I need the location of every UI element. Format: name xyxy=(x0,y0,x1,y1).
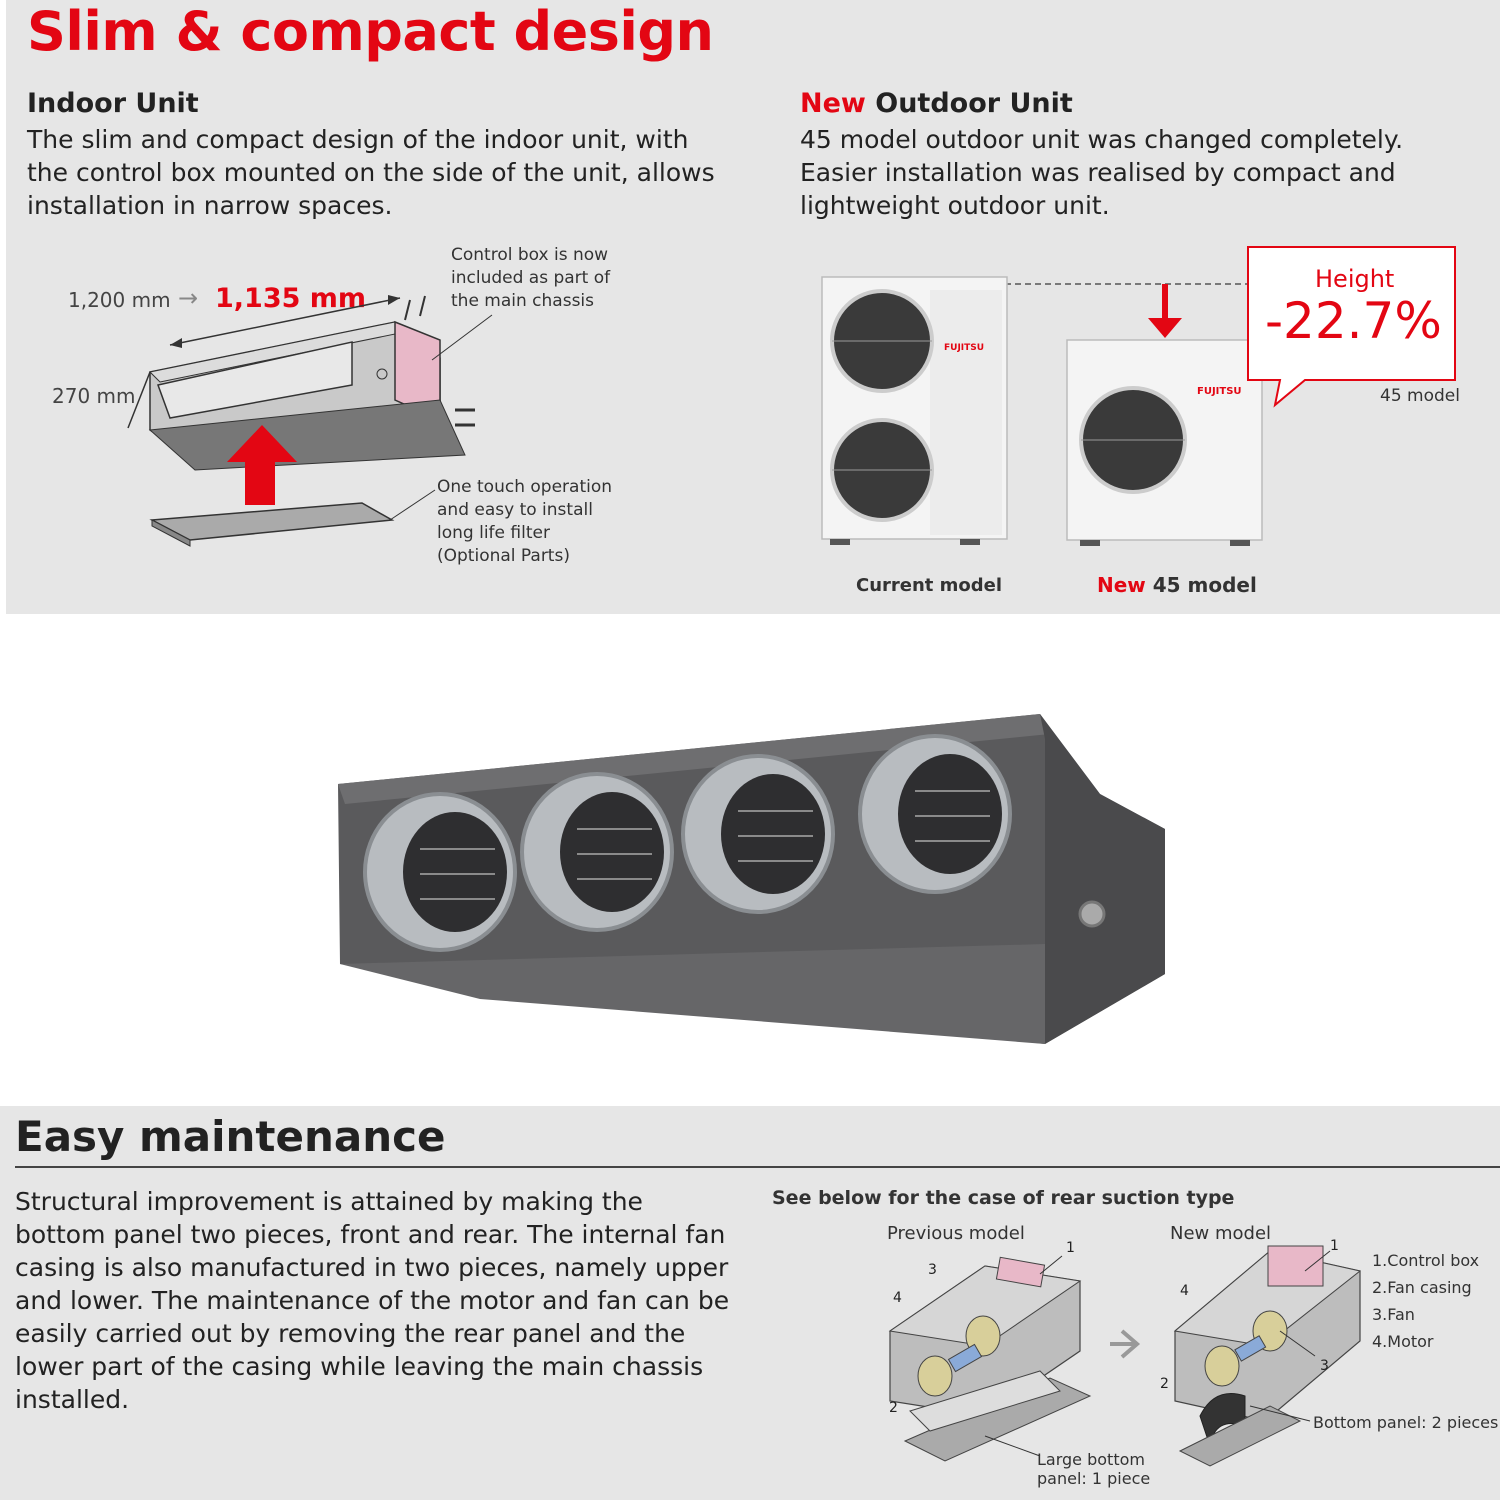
height-label: Height xyxy=(1315,265,1395,293)
parts-legend: 1.Control box 2.Fan casing 3.Fan 4.Motor xyxy=(1372,1251,1480,1351)
bottom-panel-prev-caption: Large bottom panel: 1 piece xyxy=(1037,1450,1151,1488)
dim-height: 270 mm xyxy=(52,384,136,408)
current-model-caption: Current model xyxy=(856,575,1003,596)
indoor-unit-diagram xyxy=(127,295,493,547)
callout-filter: One touch operation and easy to install … xyxy=(437,477,613,566)
title-divider xyxy=(15,1166,1500,1168)
dim-new-width: 1,135 mm xyxy=(215,283,367,314)
new-model-caption: New 45 model xyxy=(1097,573,1257,597)
arrow-right-icon: → xyxy=(178,284,199,312)
prev-number-4: 4 xyxy=(893,1290,902,1306)
outdoor-unit-heading: New Outdoor Unit xyxy=(800,88,1073,119)
dim-old-width: 1,200 mm xyxy=(68,288,171,312)
arrow-right-icon xyxy=(1110,1329,1141,1359)
new-model-label: New model xyxy=(1170,1223,1272,1244)
red-down-arrow-icon xyxy=(1148,318,1182,338)
new-number-4: 4 xyxy=(1180,1283,1189,1299)
outdoor-unit-comparison xyxy=(821,246,1456,546)
diagram-caption: See below for the case of rear suction t… xyxy=(772,1187,1235,1209)
red-up-arrow-icon xyxy=(227,425,297,505)
new-number-2: 2 xyxy=(1160,1376,1169,1392)
fujitsu-logo-current: FUJITSU xyxy=(944,343,985,353)
callout-control-box: Control box is now included as part of t… xyxy=(451,245,611,311)
prev-number-1: 1 xyxy=(1066,1240,1075,1256)
outdoor-unit-description: 45 model outdoor unit was changed comple… xyxy=(800,125,1404,220)
indoor-unit-description: The slim and compact design of the indoo… xyxy=(27,125,715,220)
prev-number-3: 3 xyxy=(928,1262,937,1278)
easy-maintenance-title: Easy maintenance xyxy=(15,1112,446,1161)
new-number-1: 1 xyxy=(1330,1238,1339,1254)
fujitsu-logo-new: FUJITSU xyxy=(1197,386,1242,397)
model-tag: 45 model xyxy=(1380,386,1460,406)
slim-compact-title: Slim & compact design xyxy=(27,0,714,63)
indoor-unit-heading: Indoor Unit xyxy=(27,88,199,119)
bottom-panel-new-caption: Bottom panel: 2 pieces xyxy=(1313,1413,1499,1432)
maintenance-diagrams xyxy=(888,1245,1362,1467)
ducted-unit-photo xyxy=(338,714,1165,1044)
prev-number-2: 2 xyxy=(889,1400,898,1416)
maintenance-description: Structural improvement is attained by ma… xyxy=(15,1187,730,1414)
previous-model-label: Previous model xyxy=(887,1223,1025,1244)
height-callout-box xyxy=(1247,246,1456,408)
new-number-3: 3 xyxy=(1320,1358,1329,1374)
height-reduction-value: -22.7% xyxy=(1265,292,1442,350)
